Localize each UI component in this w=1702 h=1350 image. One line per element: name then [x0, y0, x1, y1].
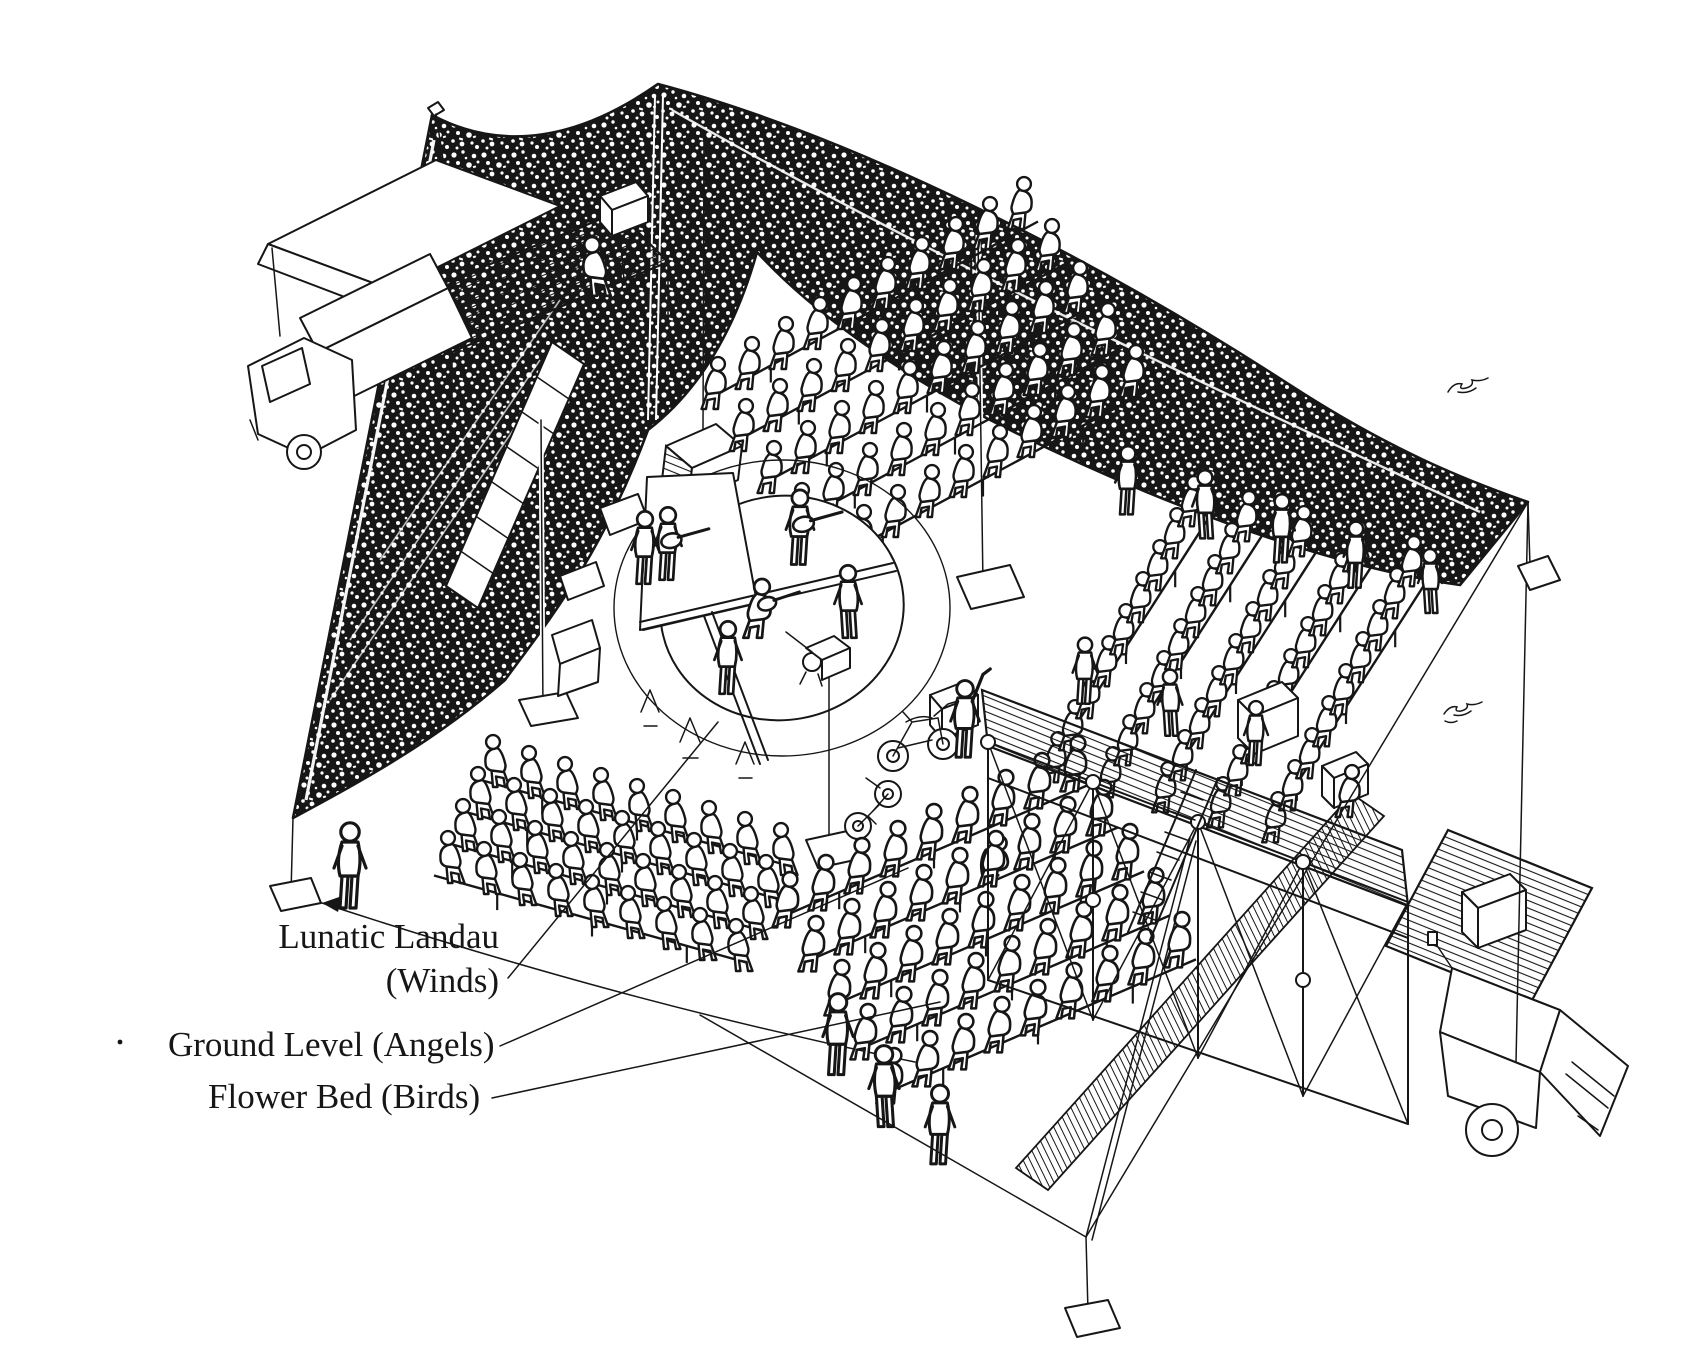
audience-figure — [1039, 856, 1068, 915]
bed-box — [1461, 873, 1527, 949]
audience-figure — [923, 1083, 957, 1166]
audience-figure — [886, 421, 913, 477]
anchor-plate-bottom — [1064, 1299, 1121, 1338]
audience-figure — [1049, 795, 1078, 854]
audience-figure — [796, 357, 823, 413]
audience-figure — [824, 399, 851, 455]
audience-figure — [947, 1012, 976, 1071]
audience-figure — [869, 880, 898, 939]
cab-window — [261, 347, 311, 403]
audience-figure — [700, 799, 727, 855]
leader-winds — [507, 721, 719, 979]
stage-truck-left — [247, 159, 670, 470]
audience-figure — [762, 377, 789, 433]
scribble-marks — [1443, 377, 1489, 724]
audience-figure — [1006, 175, 1033, 231]
stray-dot — [117, 1039, 123, 1045]
audience-figure — [1091, 944, 1120, 1003]
audience-figure — [830, 337, 857, 393]
side-mast-with-plate — [518, 419, 579, 727]
audience-figure — [520, 744, 547, 800]
stage-truck-right — [1384, 828, 1629, 1157]
audience-figure — [797, 914, 826, 973]
guy-wires-and-anchors — [269, 501, 1561, 1338]
wire-corner-to-anchor — [1085, 501, 1529, 1238]
audience-figure — [852, 441, 879, 497]
audience-figure — [728, 397, 755, 453]
audience-figure — [905, 863, 934, 922]
motorcycle-upright — [877, 700, 959, 772]
label-flower-bed: Flower Bed (Birds) — [208, 1077, 480, 1116]
audience-bleachers-winds — [332, 733, 799, 973]
truck-cab — [1427, 931, 1629, 1157]
label-lunatic-landau: Lunatic Landau — [278, 917, 499, 956]
annotation-labels: Lunatic Landau (Winds) Ground Level (Ang… — [168, 721, 941, 1116]
audience-figure — [880, 483, 907, 539]
audience-figure — [332, 821, 368, 910]
audience-figure — [484, 733, 511, 789]
wire-corner-down — [1515, 501, 1529, 1063]
audience-figure — [914, 463, 941, 519]
audience-figure — [931, 907, 960, 966]
wire-left — [699, 1014, 1087, 1238]
central-round-stage — [551, 459, 1010, 877]
label-winds: (Winds) — [386, 961, 499, 1000]
ground-ring — [613, 459, 951, 757]
audience-figure — [941, 846, 970, 905]
truck-cab — [247, 337, 357, 470]
audience-figure — [790, 419, 817, 475]
audience-figure — [1101, 883, 1130, 942]
audience-figure — [892, 359, 919, 415]
motorcycle-fallen — [844, 777, 902, 840]
leader-angels — [499, 867, 909, 1047]
stage-quarter-panel — [639, 472, 758, 631]
audience-figure — [802, 295, 829, 351]
deck-speaker-box — [599, 181, 649, 237]
audience-figure — [1111, 822, 1140, 881]
audience-figure — [983, 995, 1012, 1054]
audience-figure — [772, 821, 799, 877]
audience-figure — [948, 443, 975, 499]
audience-figure — [849, 1002, 878, 1061]
audience-figure — [920, 401, 947, 457]
corner-plate — [1517, 555, 1561, 591]
audience-figure — [734, 335, 761, 391]
stage-legs — [640, 689, 755, 779]
audience-figure — [895, 924, 924, 983]
audience-figure — [921, 968, 950, 1027]
audience-figure — [957, 951, 986, 1010]
audience-figure — [879, 819, 908, 878]
hidden-scaffold-lines — [329, 299, 561, 701]
anchor-plate-left — [269, 877, 322, 912]
audience-figure — [756, 439, 783, 495]
stage-monitors — [551, 493, 649, 697]
audience-right-stand — [1040, 444, 1444, 844]
audience-figure — [1065, 900, 1094, 959]
audience-figure — [1075, 839, 1104, 898]
mirror — [1427, 931, 1438, 946]
arrowhead — [322, 896, 342, 912]
audience-figure — [858, 379, 885, 435]
label-ground-level: Ground Level (Angels) — [168, 1025, 495, 1064]
audience-figure — [967, 890, 996, 949]
audience-figure — [664, 788, 691, 844]
leader-birds — [491, 1001, 941, 1099]
audience-figure — [768, 315, 795, 371]
audience-figure — [1019, 978, 1048, 1037]
audience-figure — [915, 802, 944, 861]
audience-figure — [736, 810, 763, 866]
staircase — [445, 341, 585, 609]
edge-cable — [1085, 837, 1197, 1241]
